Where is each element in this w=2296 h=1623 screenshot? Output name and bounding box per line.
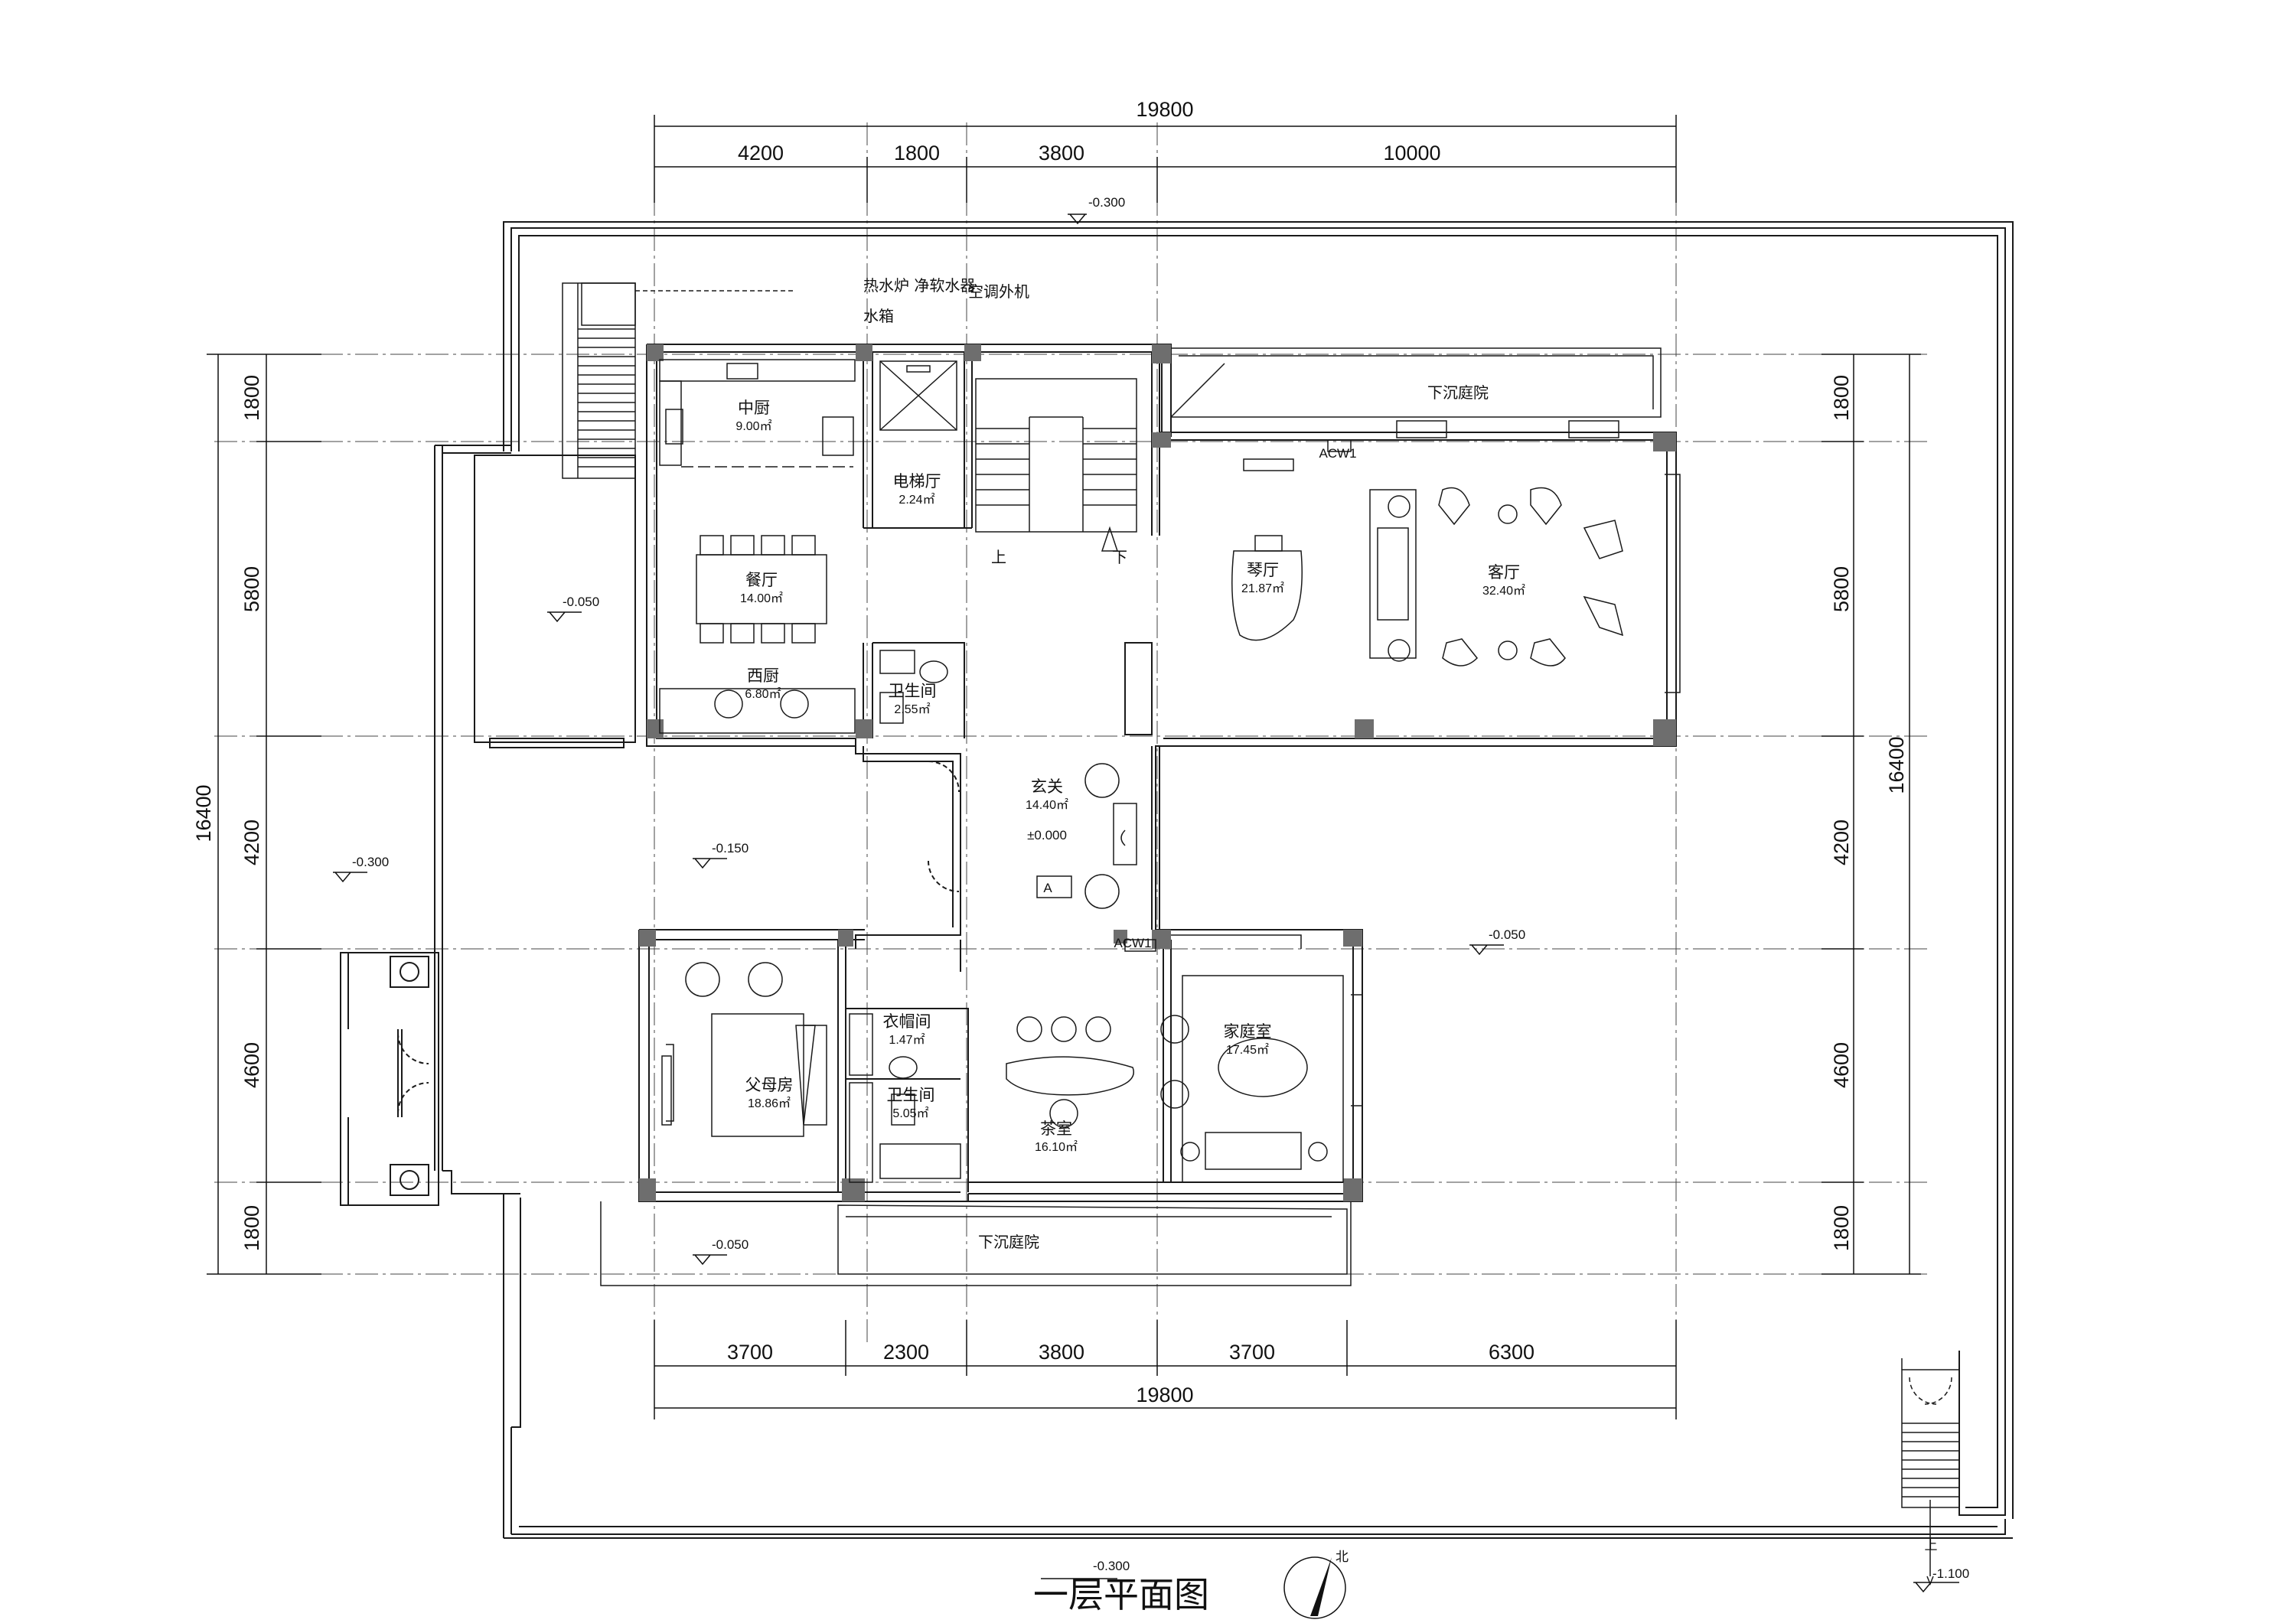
room-kitchen-area: 9.00㎡ — [735, 419, 771, 433]
water-tank-label: 水箱 — [863, 307, 894, 325]
room-western-kitchen-name: 西厨 — [747, 666, 779, 685]
ac-unit-label: 空调外机 — [968, 282, 1029, 301]
dim-bottom-total: 19800 — [1136, 1383, 1193, 1406]
room-piano-area: 21.87㎡ — [1241, 582, 1284, 595]
room-labels: 中厨 9.00㎡ 电梯厅 2.24㎡ 餐厅 14.00㎡ 西厨 6.80㎡ 卫生… — [735, 399, 1525, 1154]
dim-bottom-2: 2300 — [883, 1341, 929, 1364]
west-terrace — [340, 445, 636, 1206]
room-family-area: 17.45㎡ — [1226, 1043, 1269, 1057]
north-arrow-icon: 北 — [1283, 1550, 1349, 1619]
room-living-area: 32.40㎡ — [1482, 584, 1525, 598]
level-markers — [333, 213, 1959, 1593]
ac-tag-1: ACW1 — [1319, 446, 1356, 461]
dim-bottom-1: 3700 — [727, 1341, 773, 1364]
room-tea-area: 16.10㎡ — [1035, 1140, 1078, 1154]
room-closet-name: 衣帽间 — [883, 1012, 931, 1031]
drawing-title: 一层平面图 — [1033, 1574, 1209, 1615]
room-dining-area: 14.00㎡ — [740, 592, 783, 605]
south-sunken-courtyard — [600, 1201, 1352, 1286]
dim-bottom-5: 6300 — [1489, 1341, 1534, 1364]
dim-left-2: 5800 — [240, 566, 263, 612]
dim-top-1: 4200 — [738, 142, 784, 165]
foyer-level: ±0.000 — [1027, 828, 1067, 842]
north-sunken-courtyard — [1170, 347, 1662, 438]
stair-down-label: 下 — [1112, 548, 1127, 566]
dim-left-4: 4600 — [240, 1042, 263, 1088]
dim-top-total: 19800 — [1136, 98, 1193, 121]
dim-left-5: 1800 — [240, 1205, 263, 1251]
dim-right-4: 4600 — [1830, 1042, 1853, 1088]
room-elevator-name: 电梯厅 — [893, 472, 941, 490]
dim-left-total: 16400 — [192, 784, 215, 842]
columns — [639, 344, 1676, 1201]
room-family-name: 家庭室 — [1224, 1022, 1272, 1041]
level-entry-court: -0.150 — [712, 841, 748, 855]
dim-bottom-4: 3700 — [1229, 1341, 1275, 1364]
dimensions-right — [1821, 354, 1921, 1275]
room-western-kitchen-area: 6.80㎡ — [745, 687, 781, 701]
room-bath1-area: 2.55㎡ — [894, 702, 930, 716]
room-foyer-name: 玄关 — [1031, 777, 1063, 796]
level-west-terrace: -0.050 — [563, 595, 599, 609]
dim-top-2: 1800 — [894, 142, 940, 165]
title-overlap-level: -0.300 — [1093, 1559, 1130, 1573]
annotations: 热水炉 净软水器 水箱 空调外机 下沉庭院 下沉庭院 上 下 ±0.000 A … — [863, 276, 1938, 1553]
room-foyer-area: 14.40㎡ — [1026, 798, 1068, 812]
room-parents-name: 父母房 — [745, 1076, 794, 1094]
room-bath1-name: 卫生间 — [889, 682, 937, 700]
dim-top-3: 3800 — [1039, 142, 1084, 165]
level-top: -0.300 — [1088, 195, 1125, 210]
sunken-south-label: 下沉庭院 — [978, 1233, 1039, 1251]
stair-up-label: 上 — [991, 548, 1006, 566]
dim-right-2: 5800 — [1830, 566, 1853, 612]
level-east-yard: -0.050 — [1489, 927, 1525, 942]
dim-right-3: 4200 — [1830, 820, 1853, 865]
entry-mark: A — [1043, 881, 1052, 895]
room-closet-area: 1.47㎡ — [889, 1033, 925, 1047]
dim-right-1: 1800 — [1830, 375, 1853, 421]
room-piano-name: 琴厅 — [1247, 561, 1279, 579]
dimensions-left — [207, 354, 321, 1275]
ac-tag-2: ACW1 — [1114, 936, 1151, 950]
room-bath2-area: 5.05㎡ — [892, 1106, 928, 1120]
nw-stair — [562, 282, 796, 479]
sunken-north-label: 下沉庭院 — [1427, 383, 1489, 402]
room-bath2-name: 卫生间 — [887, 1086, 935, 1104]
room-parents-area: 18.86㎡ — [748, 1097, 791, 1110]
room-dining-name: 餐厅 — [745, 571, 778, 589]
level-se-stair: -1.100 — [1932, 1566, 1969, 1581]
furniture — [659, 359, 1960, 1586]
dimensions-bottom — [654, 1320, 1677, 1419]
room-elevator-area: 2.24㎡ — [899, 493, 934, 507]
equipment-label: 热水炉 净软水器 — [863, 276, 975, 295]
dim-left-3: 4200 — [240, 820, 263, 865]
level-west-yard: -0.300 — [352, 855, 389, 869]
level-south-court: -0.050 — [712, 1237, 748, 1252]
north-mark: 北 — [1336, 1550, 1349, 1564]
se-stair-up-label: 上 — [1925, 1538, 1938, 1553]
dim-right-total: 16400 — [1885, 736, 1908, 794]
room-living-name: 客厅 — [1488, 563, 1520, 582]
room-tea-name: 茶室 — [1040, 1119, 1072, 1138]
dim-bottom-3: 3800 — [1039, 1341, 1084, 1364]
dim-left-1: 1800 — [240, 375, 263, 421]
windows — [666, 474, 1681, 1122]
dim-top-4: 10000 — [1383, 142, 1440, 165]
dimensions-top — [654, 115, 1677, 203]
dim-right-5: 1800 — [1830, 1205, 1853, 1251]
room-kitchen-name: 中厨 — [738, 399, 770, 417]
